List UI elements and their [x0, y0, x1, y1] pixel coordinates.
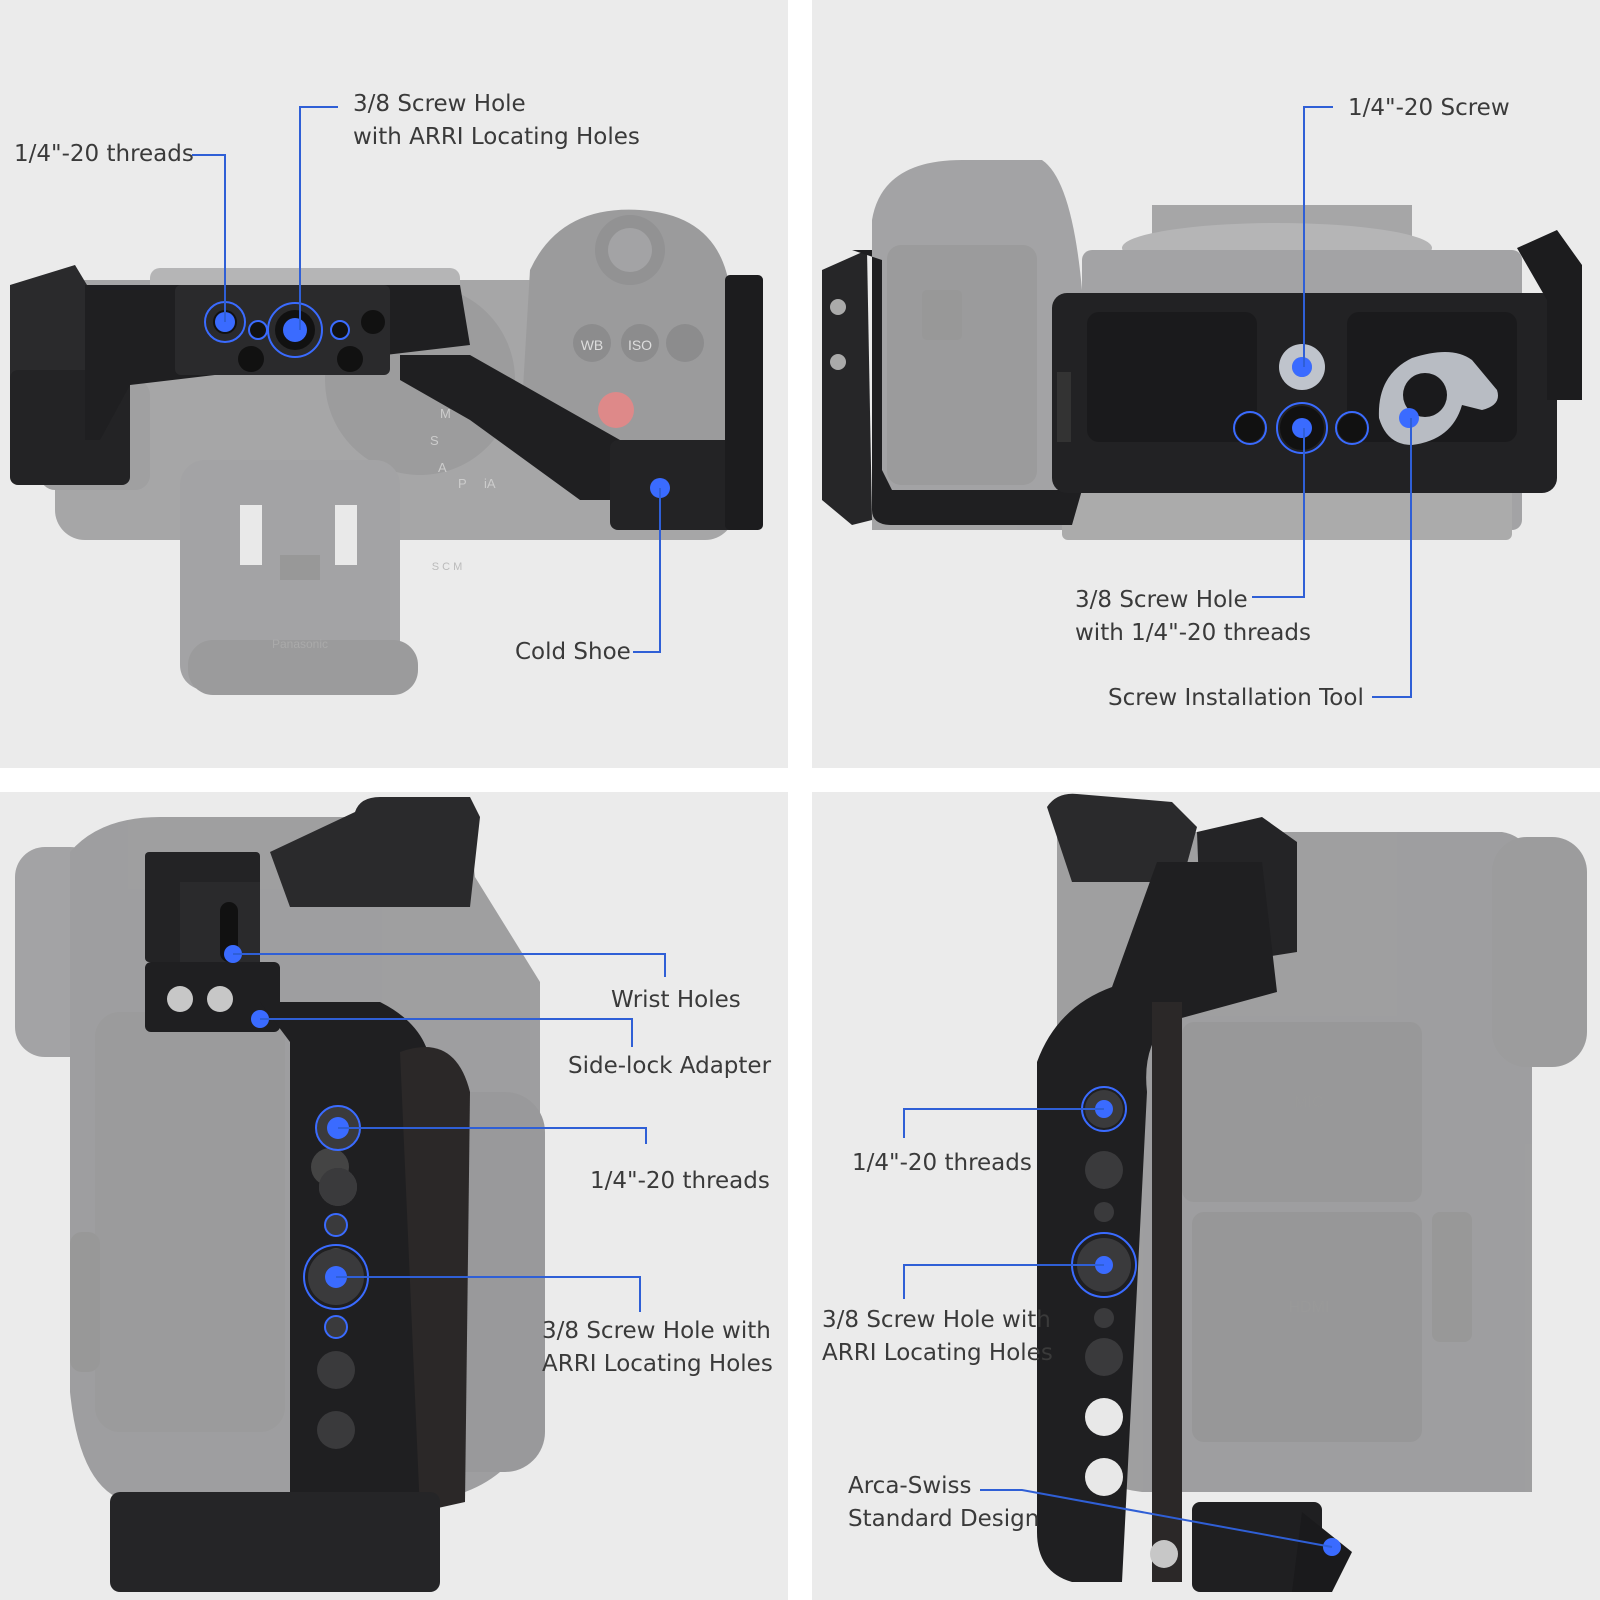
arca-label-line1: Arca-Swiss — [848, 1473, 972, 1499]
mode-ia-text: iA — [484, 476, 496, 491]
screw-hole-label-line1: 3/8 Screw Hole — [1075, 587, 1248, 613]
screw-hole-label-line2: ARRI Locating Holes — [542, 1351, 773, 1377]
callout-markers — [1071, 1086, 1341, 1556]
callout-lines — [192, 106, 661, 653]
screw-label: 1/4"-20 Screw — [1348, 95, 1510, 121]
mic-port-text: MIC — [1294, 1094, 1323, 1111]
side-lock-label: Side-lock Adapter — [568, 1053, 772, 1079]
top-view-panel: WB ISO Panasonic S C M M S A P iA — [0, 0, 788, 768]
cage-right — [1037, 793, 1352, 1592]
wrist-holes-label: Wrist Holes — [611, 987, 741, 1013]
mode-s-text: S — [430, 433, 439, 448]
callout-lines — [1252, 106, 1412, 698]
threads-label: 1/4"-20 threads — [852, 1150, 1032, 1176]
mode-m-text: M — [440, 406, 451, 421]
mode-p-text: P — [458, 476, 467, 491]
right-side-illustration: MIC HDMI — [903, 793, 1587, 1592]
callout-lines — [233, 953, 666, 1312]
left-side-view-panel: Wrist Holes Side-lock Adapter 1/4"-20 th… — [0, 792, 788, 1600]
bottom-view-panel: 1/4"-20 Screw 3/8 Screw Hole with 1/4"-2… — [812, 0, 1600, 768]
screw-hole-label-line1: 3/8 Screw Hole — [353, 91, 526, 117]
screw-hole-label-line2: with ARRI Locating Holes — [353, 124, 640, 150]
screw-tool-label: Screw Installation Tool — [1108, 685, 1364, 711]
screw-hole-label-line1: 3/8 Screw Hole with — [822, 1307, 1051, 1333]
cold-shoe-label: Cold Shoe — [515, 639, 631, 665]
camera-brand-text: Panasonic — [272, 637, 328, 651]
top-view-illustration: WB ISO Panasonic S C M M S A P iA — [10, 106, 763, 695]
dial-scm-text: S C M — [432, 561, 463, 573]
mode-a-text: A — [438, 460, 447, 475]
screw-hole-label-line1: 3/8 Screw Hole with — [542, 1318, 771, 1344]
callout-lines — [903, 1108, 1333, 1548]
screw-hole-label-line2: with 1/4"-20 threads — [1075, 620, 1311, 646]
threads-label: 1/4"-20 threads — [14, 141, 194, 167]
left-side-illustration — [15, 797, 666, 1592]
hdmi-port-text: HDMI — [1289, 1299, 1330, 1316]
callout-markers — [1233, 357, 1419, 454]
camera-body-top — [40, 209, 740, 695]
threads-label: 1/4"-20 threads — [590, 1168, 770, 1194]
iso-button-text: ISO — [628, 337, 652, 353]
cage-top — [10, 265, 763, 530]
wb-button-text: WB — [581, 337, 604, 353]
arca-label-line2: Standard Design — [848, 1506, 1040, 1532]
screw-hole-label-line2: ARRI Locating Holes — [822, 1340, 1053, 1366]
bottom-view-illustration — [822, 106, 1582, 698]
right-side-view-panel: MIC HDMI — [812, 792, 1600, 1600]
